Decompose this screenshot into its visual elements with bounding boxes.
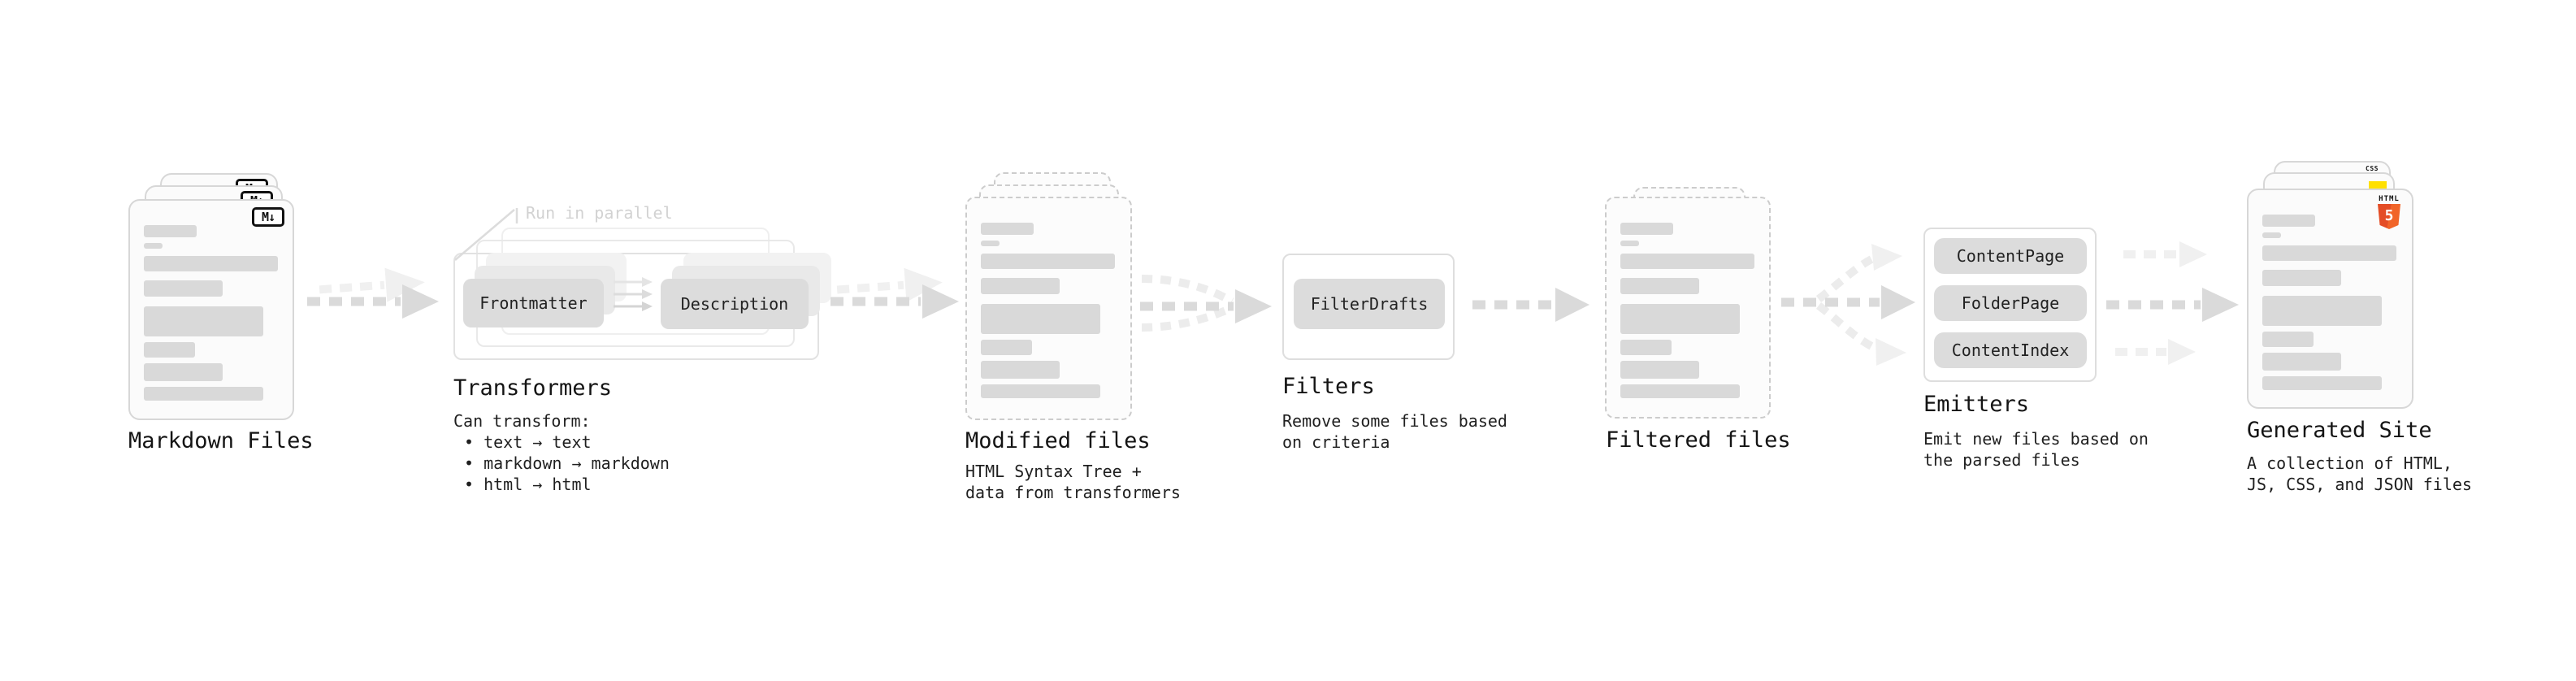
- text-placeholder-bar: [1620, 304, 1740, 334]
- description-line: Emit new files based on: [1923, 429, 2149, 449]
- text-placeholder-bar: [144, 387, 263, 401]
- stage-label-modified-files: Modified files: [965, 428, 1151, 453]
- text-placeholder-bar: [2262, 270, 2341, 286]
- description-line: on criteria: [1282, 432, 1390, 452]
- html5-icon-shield: 5: [2378, 204, 2400, 229]
- transformer-box-frontmatter: Frontmatter: [463, 279, 604, 327]
- generated-site-description: A collection of HTML, JS, CSS, and JSON …: [2247, 453, 2472, 495]
- stage-label-transformers: Transformers: [453, 375, 613, 401]
- filter-box-filterdrafts: FilterDrafts: [1294, 279, 1445, 329]
- transformers-description: Can transform: • text → text • markdown …: [453, 410, 670, 495]
- text-placeholder-bar: [981, 304, 1100, 334]
- run-in-parallel-note: Run in parallel: [526, 203, 673, 223]
- transformer-box-description: Description: [661, 279, 809, 329]
- stage-label-emitters: Emitters: [1923, 392, 2030, 417]
- arrow-markdown-to-transformers: [307, 267, 439, 319]
- text-placeholder-bar: [2262, 245, 2396, 261]
- text-placeholder-bar: [981, 340, 1032, 355]
- text-placeholder-bar: [981, 278, 1060, 294]
- description-line: Remove some files based: [1282, 411, 1507, 431]
- description-line: • markdown → markdown: [464, 453, 670, 473]
- text-placeholder-bar: [2262, 215, 2315, 227]
- text-placeholder-bar: [2262, 353, 2341, 371]
- emitter-box-contentpage: ContentPage: [1934, 238, 2087, 274]
- html5-icon: HTML 5: [2376, 195, 2402, 229]
- text-placeholder-bar: [981, 223, 1034, 235]
- js-icon: [2369, 181, 2387, 189]
- text-placeholder-bar: [981, 254, 1115, 269]
- text-placeholder-bar: [981, 241, 1000, 246]
- text-placeholder-bar: [2262, 332, 2314, 347]
- arrow-filtered-to-emitters: [1781, 244, 1915, 366]
- stage-label-filters: Filters: [1282, 374, 1375, 399]
- text-placeholder-bar: [1620, 361, 1699, 379]
- markdown-icon: M↓: [252, 207, 284, 227]
- description-line: Can transform:: [453, 411, 591, 431]
- filters-frame: [1282, 254, 1455, 360]
- arrow-emitters-to-generated: [2106, 241, 2239, 365]
- arrow-filters-to-filtered: [1472, 288, 1589, 322]
- description-line: • html → html: [464, 475, 592, 494]
- text-placeholder-bar: [144, 280, 223, 297]
- markdown-file-card-front: M↓: [128, 199, 294, 420]
- text-placeholder-bar: [1620, 223, 1673, 235]
- text-placeholder-bar: [981, 361, 1060, 379]
- html5-icon-text: HTML: [2379, 195, 2400, 203]
- emitter-box-folderpage: FolderPage: [1934, 285, 2087, 321]
- text-placeholder-bar: [981, 384, 1100, 398]
- text-placeholder-bar: [1620, 340, 1672, 355]
- text-placeholder-bar: [1620, 278, 1699, 294]
- markdown-icon-glyph: M↓: [261, 210, 275, 224]
- text-placeholder-bar: [2262, 232, 2281, 238]
- description-line: data from transformers: [965, 483, 1181, 502]
- text-placeholder-bar: [144, 225, 197, 237]
- modified-files-description: HTML Syntax Tree + data from transformer…: [965, 461, 1181, 503]
- description-line: A collection of HTML,: [2247, 453, 2452, 473]
- stage-label-filtered-files: Filtered files: [1606, 427, 1791, 453]
- text-placeholder-bar: [2262, 296, 2382, 326]
- description-line: the parsed files: [1923, 450, 2080, 470]
- description-line: HTML Syntax Tree +: [965, 462, 1142, 481]
- filtered-file-card-front: [1605, 197, 1771, 419]
- stage-label-markdown-files: Markdown Files: [128, 428, 314, 453]
- arrow-transformers-to-modified: [830, 267, 959, 319]
- text-placeholder-bar: [144, 256, 278, 271]
- filters-description: Remove some files based on criteria: [1282, 410, 1507, 453]
- text-placeholder-bar: [1620, 384, 1740, 398]
- text-placeholder-bar: [144, 306, 263, 336]
- arrow-modified-to-filters: [1140, 275, 1272, 332]
- css-icon-text: CSS: [2366, 165, 2379, 172]
- text-placeholder-bar: [144, 243, 163, 249]
- text-placeholder-bar: [144, 342, 195, 358]
- emitters-frame: [1923, 228, 2097, 382]
- text-placeholder-bar: [1620, 241, 1639, 246]
- description-line: • text → text: [464, 432, 592, 452]
- generated-file-card-html: HTML 5: [2247, 189, 2413, 409]
- text-placeholder-bar: [2262, 376, 2382, 390]
- emitter-box-contentindex: ContentIndex: [1934, 332, 2087, 368]
- text-placeholder-bar: [144, 363, 223, 381]
- text-placeholder-bar: [1620, 254, 1754, 269]
- description-line: JS, CSS, and JSON files: [2247, 475, 2472, 494]
- stage-label-generated-site: Generated Site: [2247, 418, 2432, 443]
- modified-file-card-front: [965, 197, 1132, 420]
- emitters-description: Emit new files based on the parsed files: [1923, 428, 2149, 471]
